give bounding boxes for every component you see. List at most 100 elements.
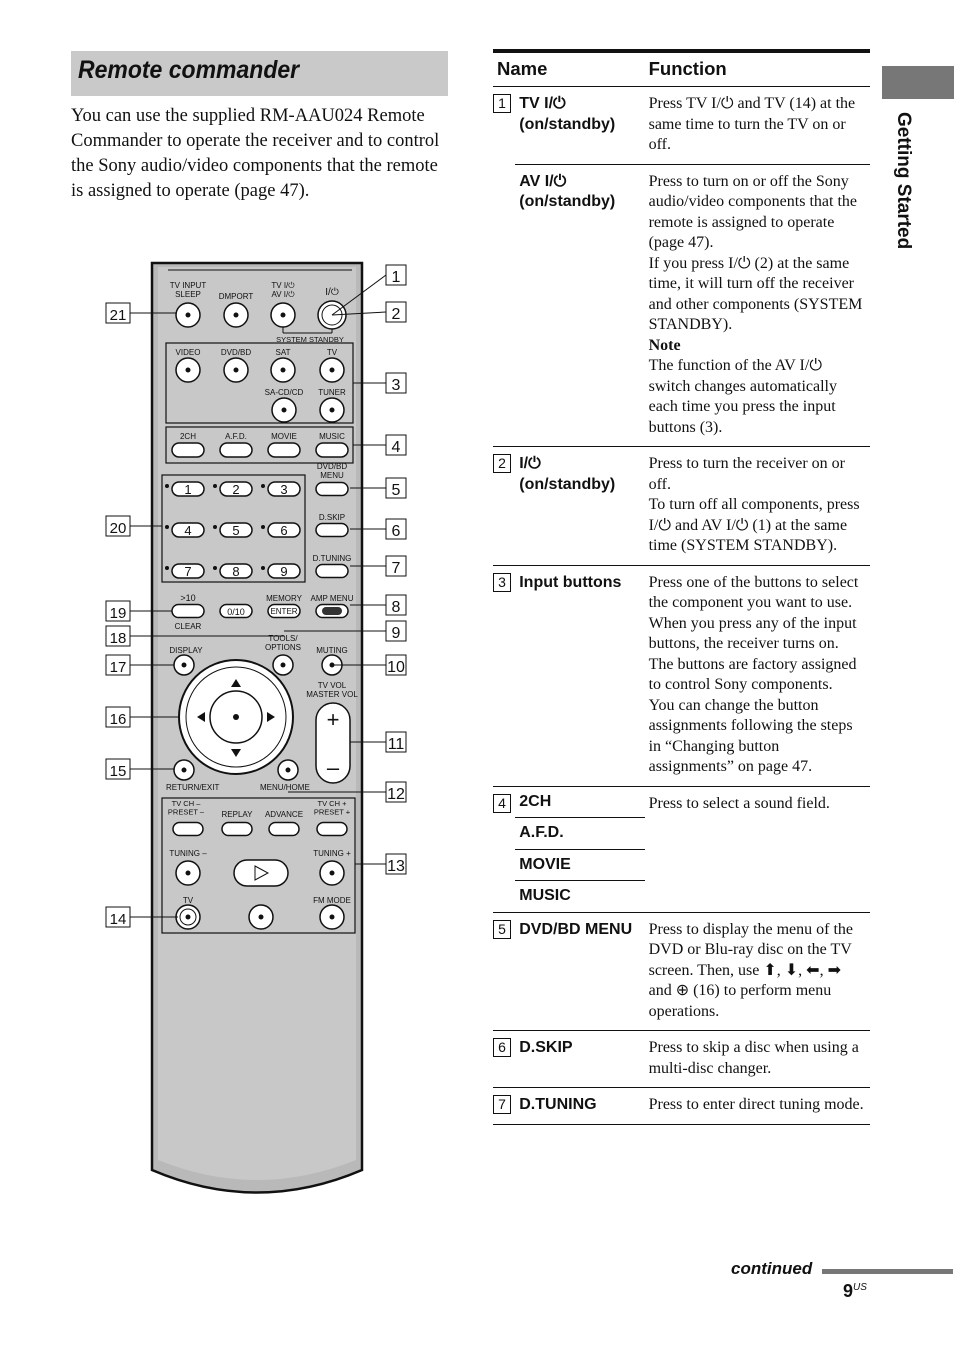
label-advance: ADVANCE xyxy=(265,810,303,819)
label-tv-vol: MASTER VOL xyxy=(306,690,358,699)
button-tv-dot xyxy=(329,367,335,373)
label-menu-home: MENU/HOME xyxy=(260,783,310,792)
callout-box xyxy=(385,654,407,676)
row-number-box: 4 xyxy=(493,793,511,813)
row-name: TV I/⏻ (on/standby) xyxy=(515,86,645,165)
label-tv-av-power: TV I/⏻ xyxy=(271,281,295,290)
section-title: Remote commander xyxy=(78,56,300,84)
header-function: Function xyxy=(644,49,870,87)
callout-box xyxy=(385,518,407,540)
page-number-value: 9 xyxy=(843,1281,854,1301)
button-sleep-dot xyxy=(185,312,191,318)
label-digit: 7 xyxy=(184,564,191,579)
button-dmport-dot xyxy=(233,312,239,318)
button-stop-dot xyxy=(329,914,335,920)
row-number-box: 2 xyxy=(493,454,511,473)
note-title: Note xyxy=(648,336,681,354)
button-sacd-cd-dot xyxy=(281,407,287,413)
button-d-skip xyxy=(315,522,349,538)
callout-line xyxy=(331,311,387,316)
label-system-standby: SYSTEM STANDBY xyxy=(276,335,344,344)
intro-paragraph: You can use the supplied RM-AAU024 Remot… xyxy=(71,106,440,201)
callout-box xyxy=(105,515,131,537)
nav-arrow-left xyxy=(197,712,205,722)
label-music: MUSIC xyxy=(319,432,345,441)
button-rewind-dot xyxy=(185,870,191,876)
label-dvd-bd-menu: MENU xyxy=(320,471,344,480)
callout-number: 16 xyxy=(110,711,127,728)
button-digit xyxy=(219,563,253,579)
volume-minus: – xyxy=(327,755,340,780)
label-tv-av-power: AV I/⏻ xyxy=(271,290,295,299)
row-number: 4 xyxy=(493,786,516,913)
button-advance xyxy=(268,821,300,837)
label-tv-vol: TV VOL xyxy=(318,681,347,690)
button-ffwd-dot xyxy=(329,870,335,876)
callout-box xyxy=(385,853,407,875)
row-number: 6 xyxy=(493,1030,516,1088)
digit-dot xyxy=(261,525,265,529)
button-prev xyxy=(172,821,204,837)
page-number: 9US xyxy=(843,1281,867,1302)
button-digit xyxy=(267,481,301,497)
nav-arrow-down xyxy=(231,749,241,757)
callout-number: 20 xyxy=(110,520,127,537)
label-0-10: 0/10 xyxy=(227,607,245,617)
callout-box xyxy=(385,372,407,394)
table-row: AV I/⏻ (on/standby)Press to turn on or o… xyxy=(493,164,870,447)
button-replay xyxy=(221,821,253,837)
nav-enter-dot xyxy=(233,714,239,720)
callout-number: 17 xyxy=(110,659,127,676)
label-digit: 3 xyxy=(280,482,287,497)
callout-number: 11 xyxy=(388,736,405,753)
callout-box xyxy=(385,555,407,577)
digit-dot xyxy=(261,484,265,488)
row-function: Press to display the menu of the DVD or … xyxy=(644,912,870,1031)
callout-box xyxy=(385,620,407,642)
button-0-10 xyxy=(219,603,253,619)
label-enter: ENTER xyxy=(270,607,297,616)
row-name: MOVIE xyxy=(515,849,645,881)
callout-box xyxy=(105,706,131,728)
row-number: 1 xyxy=(493,86,516,447)
digit-dot xyxy=(165,525,169,529)
digit-dot xyxy=(261,566,265,570)
digit-dot xyxy=(165,566,169,570)
button-digit xyxy=(267,563,301,579)
row-number-box: 1 xyxy=(493,94,511,113)
button-d-tuning xyxy=(315,563,349,579)
label-power: I/⏻ xyxy=(325,287,339,298)
row-function: Press one of the buttons to select the c… xyxy=(644,565,870,787)
label-movie: MOVIE xyxy=(271,432,297,441)
button-tv-inner xyxy=(179,908,197,926)
label-memory: MEMORY xyxy=(266,594,303,603)
label-sacd-cd: SA-CD/CD xyxy=(265,388,304,397)
label-d-tuning: D.TUNING xyxy=(313,554,352,563)
callout-box xyxy=(105,302,131,324)
row-number: 3 xyxy=(493,565,516,787)
button-sat-dot xyxy=(280,367,286,373)
row-name: DVD/BD MENU xyxy=(515,912,645,1031)
callout-box xyxy=(105,906,131,928)
button-music xyxy=(315,442,349,458)
row-name: D.SKIP xyxy=(515,1030,645,1088)
volume-plus: + xyxy=(327,707,340,732)
callout-number: 5 xyxy=(392,482,401,499)
callout-number: 13 xyxy=(387,858,405,875)
label-tools-options: TOOLS/ xyxy=(268,634,298,643)
continued-label: continued xyxy=(731,1259,813,1278)
callout-box xyxy=(385,264,407,286)
callout-number: 12 xyxy=(387,786,405,803)
callout-number: 10 xyxy=(387,659,405,676)
section-title-bar xyxy=(71,51,448,96)
label-tv-input-sleep: SLEEP xyxy=(175,290,201,299)
label-amp-menu: AMP MENU xyxy=(311,594,354,603)
callout-number: 6 xyxy=(392,523,401,540)
transport-frame xyxy=(161,797,356,934)
label-d-skip: D.SKIP xyxy=(319,513,345,522)
label-fm-mode: FM MODE xyxy=(313,896,351,905)
callout-number: 18 xyxy=(110,630,127,647)
